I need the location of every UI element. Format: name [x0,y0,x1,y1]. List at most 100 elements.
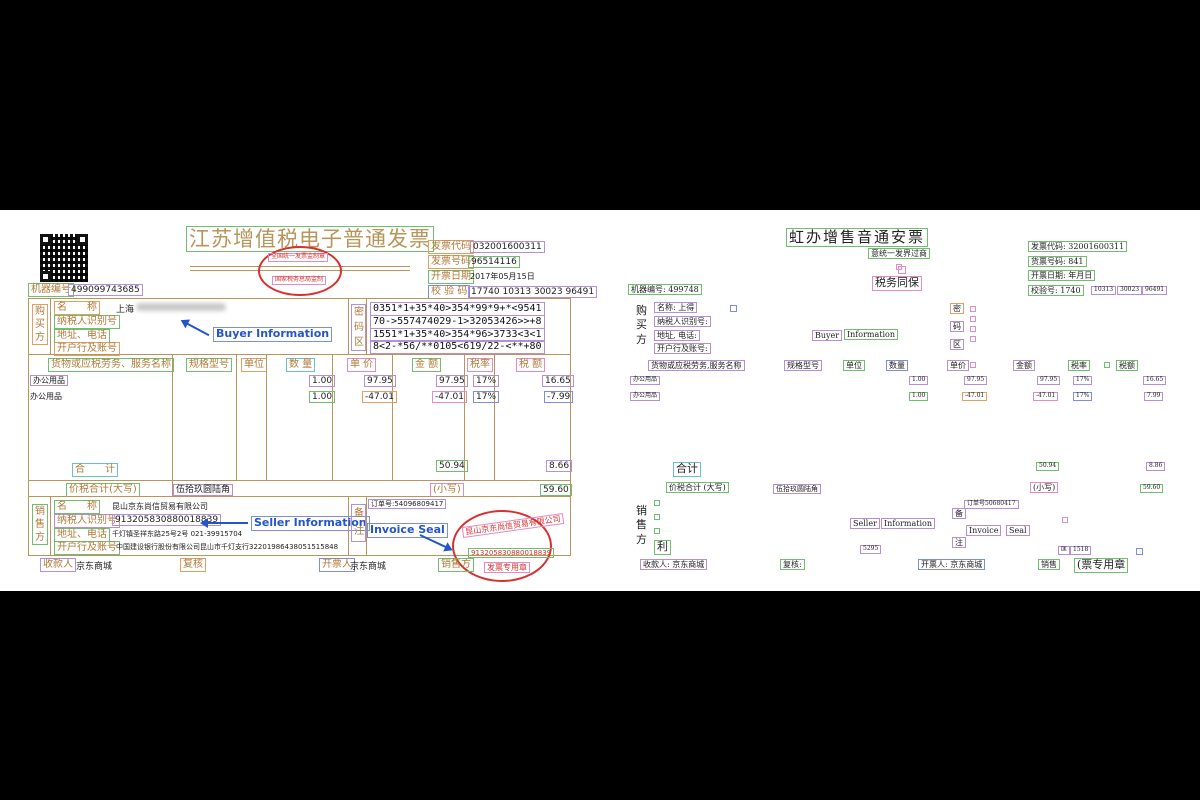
recon-col-spec: 规格型号 [784,360,822,372]
row2-name: 办公用品 [30,392,62,401]
remark-side-label: 备注 [351,504,366,542]
recon-col-amount: 金额 [1013,360,1035,372]
recon-code-1518: 1518 [1070,546,1092,555]
recon-col-rate: 税率 [1068,360,1090,372]
row1-rate: 17% [473,375,500,388]
recon-seller-side: 销售方 [636,504,647,546]
recon-order-no: 订单号50680417 [964,500,1019,509]
recon-row2-qty: 1.00 [909,392,929,401]
buyer-side-label: 购买方 [32,304,48,345]
buyer-name-value: 上海 [116,305,135,315]
recon-title: 虹办增售音通安票 [786,228,929,248]
recon-annot-buyer-2: Information [844,329,899,341]
row2-rate: 17% [473,391,500,404]
recon-cipher-3: 区 [950,339,964,351]
seller-name-label: 名 称 [54,500,100,514]
recon-buyer-addr: 地址, 电话: [654,330,700,342]
cipher-line-1: 0351*1+35*40>354*99*9+*<9541 [370,302,545,316]
row2-amount: -47.01 [432,391,468,404]
col-spec-header: 规格型号 [186,358,232,372]
buyer-bank-label: 开户行及账号 [54,342,120,356]
drawer-value: 京东商城 [350,562,387,572]
annotation-invoice-seal: Invoice Seal [367,523,448,538]
grand-small-label: (小写) [430,483,464,497]
seller-addr-value: 千灯镇圣祥东路25号2号 021-39915704 [112,530,243,538]
recon-row2-price: -47.01 [962,392,988,401]
payee-label: 收款人 [40,558,76,572]
cipher-line-2: 70->557474029-1>32053426>>+8 [370,315,545,329]
cipher-line-3: 1551*1+35*40>354*96>3733<3<1 [370,328,545,342]
total-label: 合 计 [72,463,118,477]
recon-grand-words: 伍拾玖圆陆角 [773,484,821,495]
recon-grand-small: 59.60 [1140,484,1164,493]
recon-annot-buyer-1: Buyer [812,330,843,342]
invoice-no-label: 发票号码 [428,255,474,269]
recon-col-qty: 数量 [886,360,908,372]
seller-bank-label: 开户行及账号 [54,541,120,555]
recon-annot-seller-1: Seller [850,518,880,530]
total-amount: 50.94 [436,460,468,473]
row2-tax: -7.99 [544,391,574,404]
reviewer-label: 复核 [180,558,206,572]
recon-drawer: 开票人: 京东商城 [918,559,986,571]
invoice-table-frame [28,298,571,556]
recon-row1-tax: 16.65 [1143,376,1167,385]
order-no: 订单号:54096809417 [368,499,447,510]
payee-value: 京东商城 [76,562,113,572]
seller-bank-value: 中国建设银行股份有限公司昆山市千灯支行32201986438051515848 [116,543,339,551]
recon-check-part-2: 30023 [1117,286,1143,295]
recon-col-tax: 税额 [1116,360,1138,372]
recon-row2-name: 办公用品 [630,392,661,401]
reconstructed-invoice-panel: 虹办增售音通安票 意统一发界过商 税务同保 机器编号: 499748 发票代码:… [600,210,1200,591]
seller-taxid-value: 913205830880018839 [112,514,222,527]
recon-seller-extra: 利 [654,540,671,555]
seller-taxid-label: 纳税人识别号 [54,514,120,528]
recon-machine-no: 机器编号: 499748 [628,284,702,296]
row2-price: -47.01 [362,391,398,404]
recon-annot-seal-2: Seal [1006,525,1030,537]
recon-annot-seller-2: Information [881,518,936,530]
recon-row2-amount: -47.01 [1033,392,1059,401]
grand-total-words: 伍拾玖圆陆角 [173,484,234,497]
recon-invoice-code: 发票代码: 32001600311 [1028,241,1128,253]
recon-check-part-3: 96491 [1142,286,1168,295]
col-price-header: 单 价 [347,358,377,372]
recon-code-ji: 匡 [1058,546,1071,555]
recon-stamp [898,266,906,274]
recon-invoice-no: 货票号码: 841 [1028,256,1087,268]
check-code-label: 校 验 码 [428,285,471,299]
row1-qty: 1.00 [309,375,336,388]
recon-code-5295: 5295 [860,545,882,554]
seller-arrow-icon [200,518,248,528]
recon-cipher-2: 码 [950,321,964,333]
recon-row1-qty: 1.00 [909,376,929,385]
buyer-name-label: 名 称 [54,301,100,315]
redacted-buyer-name [136,303,226,311]
check-code-value: 17740 10313 30023 96491 [468,286,598,299]
invoice-no-value: 96514116 [468,256,520,269]
row1-tax: 16.65 [542,375,574,388]
recon-col-price: 单价 [947,360,969,372]
national-tax-seal: 全国统一发票监制章 国家税务总局监制 [258,246,342,296]
col-unit-header: 单位 [241,358,267,372]
original-invoice-panel: 江苏增值税电子普通发票 全国统一发票监制章 国家税务总局监制 机器编号 4990… [0,210,600,591]
col-amount-header: 金 额 [412,358,442,372]
recon-col-unit: 单位 [843,360,865,372]
issue-date-label: 开票日期 [428,270,474,284]
seller-invoice-seal: 昆山京东尚信贸易有限公司 913205830880018839 发票专用章 [452,510,565,582]
recon-annot-seal-1: Invoice [966,525,1002,537]
machine-no-value: 499099743685 [68,284,143,297]
total-tax: 8.66 [546,460,573,473]
col-rate-header: 税率 [467,358,493,372]
drawer-label: 开票人 [319,558,355,572]
recon-subtitle: 意统一发界过商 [868,248,930,260]
recon-buyer-taxid: 纳税人识别号: [654,316,711,328]
invoice-code-value: 032001600311 [470,241,545,254]
col-qty-header: 数 量 [286,358,316,372]
qr-code-icon [40,234,88,282]
recon-check-part-1: 10313 [1091,286,1117,295]
recon-check-code: 校验号: 1740 [1028,285,1084,297]
grand-small-value: 59.60 [540,484,572,497]
invoice-code-label: 发票代码 [428,240,474,254]
recon-row2-tax: 7.99 [1144,392,1164,401]
